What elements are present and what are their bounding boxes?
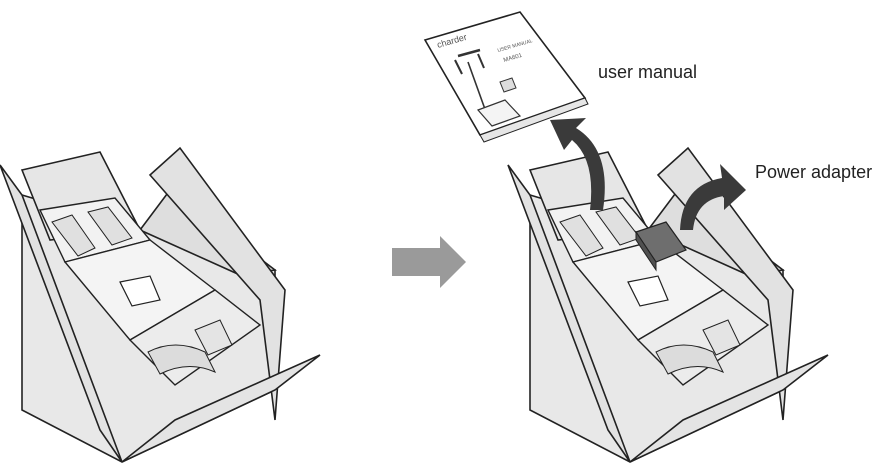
next-step-arrow bbox=[392, 236, 466, 288]
opened-box-illustration bbox=[507, 147, 829, 463]
user-manual-booklet: charder USER MANUAL MA601 bbox=[423, 11, 589, 143]
adapter-lift-arrow bbox=[680, 164, 746, 230]
power-adapter-label: Power adapter bbox=[755, 162, 872, 182]
closed-box-illustration bbox=[0, 147, 321, 463]
manual-lift-arrow bbox=[550, 118, 605, 210]
manual-model: MA601 bbox=[503, 53, 524, 64]
user-manual-label: user manual bbox=[598, 62, 697, 82]
